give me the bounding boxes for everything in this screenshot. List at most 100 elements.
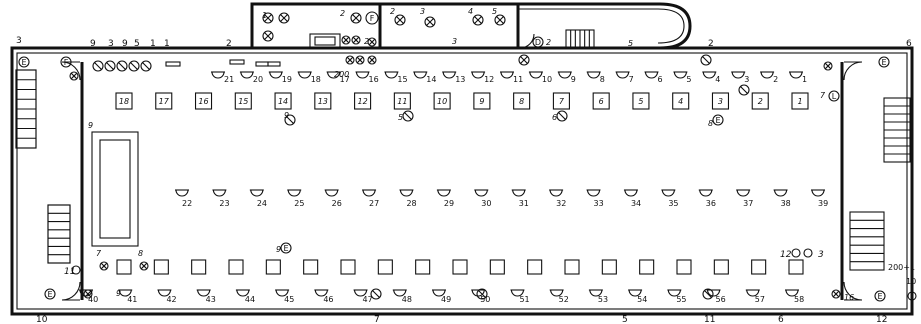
seat-number-row3: 48: [402, 295, 412, 304]
annotation-annex-right-left: 2: [390, 7, 395, 16]
marker-circle: [71, 265, 81, 275]
station-number: 11: [397, 97, 407, 106]
label-right-note-top: 200+1: [888, 263, 915, 272]
seat-number-row3: 56: [716, 295, 726, 304]
station-box: 17: [155, 92, 173, 110]
seat-number-row2: 25: [294, 199, 304, 208]
box-row3: [228, 259, 244, 275]
marker-slash: [284, 114, 296, 126]
seat-number-row1: 16: [369, 75, 379, 84]
annotation-marker-f: 9: [276, 245, 281, 254]
box-row3: [639, 259, 655, 275]
seat-row1: [239, 71, 254, 79]
station-box: 16: [194, 92, 213, 110]
seat-row3: [392, 289, 407, 297]
seat-number-row3: 46: [323, 295, 333, 304]
fixture-bar: [229, 59, 245, 65]
seat-number-row1: 2: [773, 75, 778, 84]
stair-left-lower: [47, 204, 71, 264]
station-number: 8: [519, 97, 524, 106]
station-box: 3: [711, 92, 730, 110]
box-row3: [377, 259, 393, 275]
box-row3: [452, 259, 468, 275]
seat-number-row1: 17: [340, 75, 350, 84]
label-top-1b: 1: [164, 39, 170, 49]
seat-number-row1: 7: [629, 75, 634, 84]
label-bottom-7: 7: [374, 315, 380, 324]
seat-number-row1: 3: [744, 75, 749, 84]
label-top-1a: 1: [150, 39, 156, 49]
seat-row2: [661, 189, 676, 197]
annotation-marker-i: 7: [96, 249, 102, 258]
station-number: 2: [758, 97, 763, 106]
seat-number-row2: 31: [519, 199, 529, 208]
seat-number-row2: 33: [594, 199, 604, 208]
annex-staircase: [565, 29, 595, 49]
seat-row3: [235, 289, 250, 297]
edge-labels-bottom: 10 7 5 11 6 12 200+1 10: [36, 263, 916, 324]
seat-row1: [760, 71, 775, 79]
station-box: 13: [314, 92, 332, 110]
annotation-marker-b: 5: [398, 113, 403, 122]
seat-row1: [471, 71, 486, 79]
seat-row1: [384, 71, 399, 79]
upper-annex: [250, 2, 692, 50]
annotation-annex-center: 3: [452, 37, 457, 46]
seat-row1: [268, 71, 283, 79]
seat-row2: [249, 189, 264, 197]
marker-e-topleft: E: [18, 56, 30, 68]
seat-number-row2: 37: [743, 199, 753, 208]
seat-number-row3: 43: [206, 295, 216, 304]
right-staircase: [849, 97, 911, 271]
box-row3: [303, 259, 319, 275]
marker-cross-annex: [494, 14, 506, 26]
svg-text:L: L: [832, 92, 837, 101]
seat-row2: [811, 189, 825, 197]
seat-number-row2: 38: [781, 199, 791, 208]
seat-number-row1: 14: [426, 75, 436, 84]
marker-cross-annex: [262, 12, 274, 24]
station-number: 13: [318, 97, 328, 106]
marker-cross: [139, 261, 149, 271]
station-box: 2: [751, 92, 769, 110]
seat-number-row2: 23: [219, 199, 229, 208]
marker-cross-annex: [424, 16, 436, 28]
box-row3: [527, 259, 543, 275]
station-box: 15: [234, 92, 252, 110]
seat-row2: [623, 189, 638, 197]
marker-e: E: [712, 114, 724, 126]
station-box: 6: [592, 92, 610, 110]
marker-cross: [367, 37, 377, 47]
seat-row1: [413, 71, 428, 79]
annotation-marker-d: 8: [708, 119, 713, 128]
box-row3: [153, 259, 169, 275]
station-number: 10: [437, 97, 447, 106]
seat-number-row1: 12: [484, 75, 494, 84]
label-right-note-bottom: 10: [906, 277, 916, 286]
seat-row3: [353, 289, 368, 297]
label-bottom-12: 12: [876, 315, 887, 324]
seat-row2: [698, 189, 713, 197]
annotation-marker-h: 9: [88, 121, 93, 130]
marker-cross: [355, 55, 365, 65]
seat-number-row3: 42: [166, 295, 176, 304]
svg-text:E: E: [877, 292, 882, 301]
seat-number-row2: 35: [668, 199, 678, 208]
marker-cross: [341, 35, 351, 45]
annotation-left-count: 11: [64, 267, 75, 277]
annotation-stair-code: 5: [628, 39, 633, 48]
station-box: 14: [274, 92, 292, 110]
label-top-2b: 2: [708, 39, 714, 49]
seat-row1: [557, 71, 572, 79]
seat-row2: [287, 189, 302, 197]
marker-cross: [83, 289, 93, 299]
station-box: 1: [791, 92, 809, 110]
seat-number-row3: 45: [284, 295, 294, 304]
annotation-marker-g: 8: [138, 249, 143, 258]
seat-row1: [586, 71, 601, 79]
box-row-3: [116, 259, 804, 275]
marker-slash: [556, 110, 568, 122]
